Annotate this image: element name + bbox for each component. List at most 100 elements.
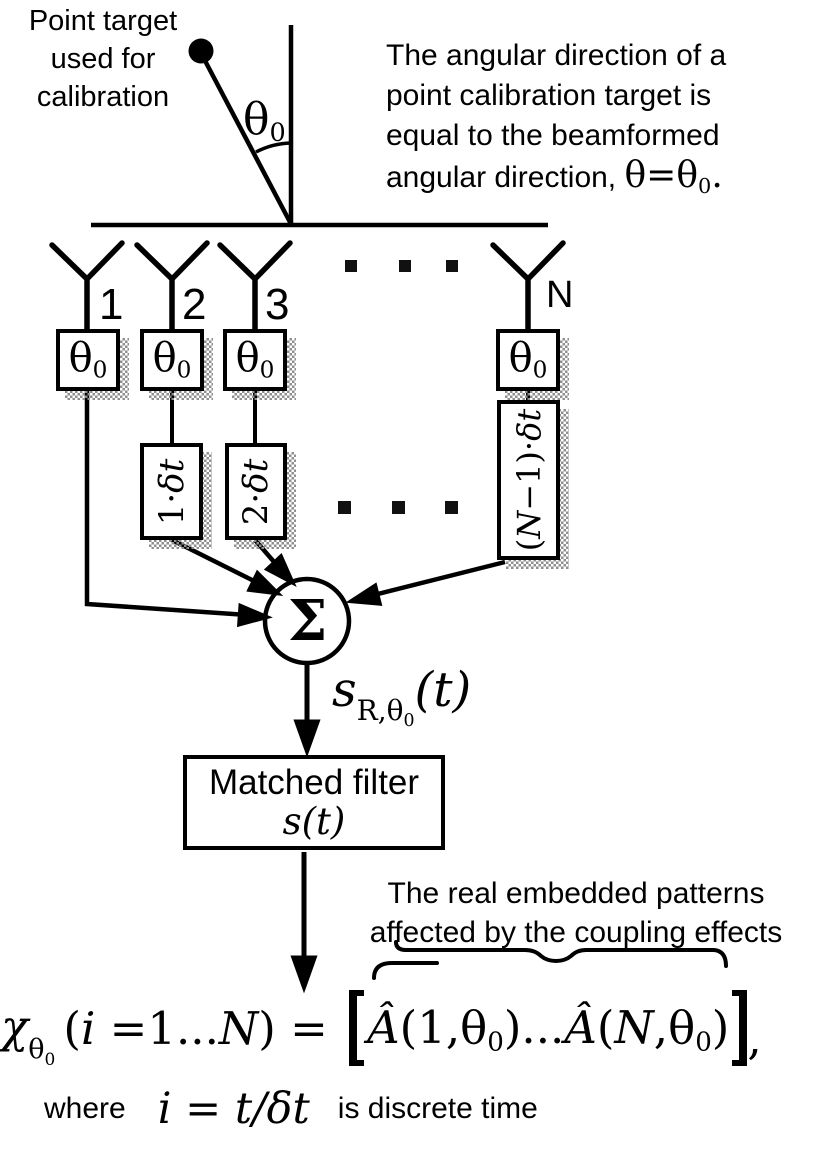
theta-sub: 0 — [532, 356, 548, 384]
delay-coeff: −1)· — [509, 440, 548, 511]
theta-sub: 0 — [92, 356, 108, 384]
equals-range: =1... — [95, 1001, 219, 1055]
delay-box-2: 2·δt — [225, 443, 287, 540]
ellipsis-dot — [338, 501, 351, 514]
theta-sub: 0 — [695, 1027, 712, 1058]
antenna-2-icon — [134, 240, 210, 335]
matched-filter-title: Matched filter — [208, 762, 420, 802]
channel1-arrowhead — [236, 602, 273, 628]
patterns-note-line-2: affected by the coupling effects — [369, 916, 783, 949]
signal-subsub: 0 — [403, 711, 415, 732]
paren: ) — [711, 1000, 730, 1054]
where-line: where i = t/δt is discrete time — [44, 1080, 538, 1138]
theta: θ — [152, 335, 177, 382]
signal-sub: R,θ — [356, 694, 404, 727]
channel1-line — [84, 391, 263, 619]
patterns-brace — [372, 940, 728, 980]
theta: θ — [508, 335, 533, 382]
formula-chi-group: χθ0 — [1, 1000, 55, 1070]
matched-filter-box: Matched filter s(t) — [183, 755, 445, 850]
target-ray-line — [200, 53, 293, 226]
phase-label-2: θ0 — [153, 338, 192, 382]
angle-arc — [255, 141, 292, 154]
sum-symbol: Σ — [287, 588, 328, 654]
phase-shifter-box-3: θ0 — [223, 329, 287, 391]
delay-box-N: (N−1)·δt — [497, 400, 560, 560]
theta-sub: 0 — [259, 356, 275, 384]
phase-shifter-box-N: θ0 — [496, 329, 560, 391]
A-hat: Â — [564, 1000, 597, 1054]
paren: ) — [503, 1000, 522, 1054]
paren-equals: ) = — [258, 1001, 343, 1055]
chi-sub-theta: θ — [28, 1034, 45, 1065]
note-line-2: point calibration target is — [386, 79, 712, 112]
ellipsis-dot — [446, 260, 458, 272]
antenna-N-icon — [490, 240, 566, 335]
antenna-3-icon — [217, 240, 293, 335]
signal-arg: (t) — [414, 662, 472, 718]
note-line-4: angular direction, θ=θ0. — [386, 156, 812, 206]
theta: θ — [460, 1000, 488, 1054]
delay-paren: ( — [509, 538, 548, 552]
phase-shifter-box-2: θ0 — [140, 329, 204, 391]
filter-output-arrowhead — [290, 955, 318, 994]
target-dot — [188, 38, 214, 64]
theta: θ — [668, 1000, 696, 1054]
ellipsis-dot — [399, 260, 411, 272]
antenna-label-3: 3 — [265, 280, 290, 329]
matched-filter-impulse: s(t) — [282, 799, 346, 843]
antenna-label-2: 2 — [182, 280, 207, 329]
beam-direction-note: The angular direction of a point calibra… — [386, 36, 812, 206]
note-line-4-text: angular direction, — [386, 161, 617, 194]
left-bracket — [349, 990, 365, 1066]
output-arrows — [290, 663, 321, 994]
var-i: i — [80, 1001, 96, 1055]
var-N: N — [218, 1001, 259, 1055]
delay-label-N: (N−1)·δt — [510, 409, 548, 551]
phase-label-1: θ0 — [69, 338, 108, 382]
ellipsis-dot — [392, 501, 405, 514]
where-math: i = t/δt — [157, 1084, 310, 1134]
antenna-label-N: N — [546, 274, 574, 316]
delay-N: N — [509, 510, 548, 539]
ellipsis: ... — [521, 1000, 565, 1054]
where-rest: is discrete time — [337, 1092, 538, 1125]
channelN-arrowhead — [345, 582, 383, 606]
paren: (1, — [399, 1000, 461, 1054]
channelN-line — [357, 559, 506, 602]
phase-label-N: θ0 — [509, 338, 548, 382]
chi-subsub-zero: 0 — [44, 1050, 56, 1070]
sum-output-arrowhead — [293, 719, 321, 758]
right-bracket — [732, 990, 748, 1066]
ellipsis-dot — [445, 501, 458, 514]
formula-comma: , — [747, 1011, 762, 1065]
beamformed-signal-label: sR,θ0(t) — [332, 666, 471, 730]
point-target-label: Point target used for calibration — [28, 5, 178, 113]
antenna-1-icon — [49, 240, 125, 335]
angle-theta-label: θ0 — [243, 98, 286, 147]
comma: , — [653, 1000, 669, 1054]
channel2-arrowhead — [246, 569, 284, 597]
antenna-label-1: 1 — [99, 280, 124, 329]
note-math: θ=θ0. — [624, 155, 723, 198]
antenna-icons — [49, 240, 566, 335]
note-math-sub: 0 — [698, 173, 712, 198]
note-math-base: θ=θ — [624, 155, 699, 196]
theta: θ — [235, 335, 260, 382]
patterns-note-line-1: The real embedded patterns — [387, 877, 765, 910]
paren: ( — [63, 1001, 81, 1055]
calibration-formula: χθ0 (i =1...N) = Â(1,θ0)...Â(N,θ0) , — [1, 986, 762, 1070]
delay-symbol: δt — [151, 458, 192, 493]
delay-symbol: δt — [236, 458, 276, 493]
formula-args: (i =1...N) = — [63, 1002, 342, 1055]
delay-symbol: δt — [509, 408, 548, 441]
ellipsis-dot — [345, 260, 357, 272]
phase-label-3: θ0 — [236, 338, 275, 382]
note-math-period: . — [711, 155, 723, 196]
A-hat: Â — [367, 1000, 400, 1054]
theta-sub: 0 — [487, 1027, 504, 1058]
var-N: N — [614, 1000, 654, 1054]
delay-coeff: 1· — [151, 492, 192, 525]
